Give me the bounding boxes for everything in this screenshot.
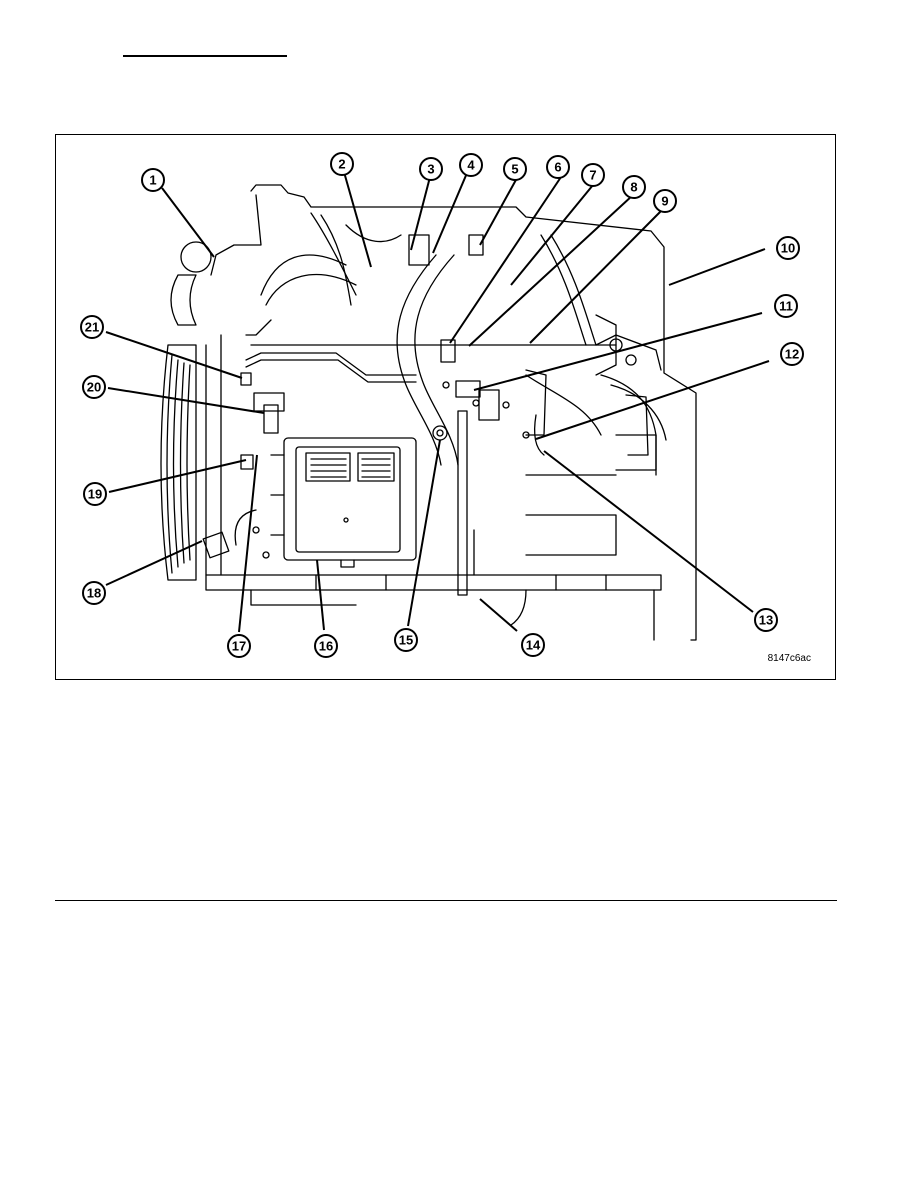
callout-16: 16 bbox=[314, 634, 338, 658]
callout-number: 3 bbox=[427, 162, 434, 177]
callout-15: 15 bbox=[394, 628, 418, 652]
callout-circle bbox=[82, 581, 106, 605]
callout-12: 12 bbox=[780, 342, 804, 366]
callout-circle bbox=[546, 155, 570, 179]
callout-leader-lines bbox=[105, 171, 770, 633]
callout-18: 18 bbox=[82, 581, 106, 605]
callout-number: 1 bbox=[149, 173, 156, 188]
callout-circle bbox=[419, 157, 443, 181]
callout-circle bbox=[780, 342, 804, 366]
callout-circle bbox=[622, 175, 646, 199]
callout-4: 4 bbox=[459, 153, 483, 177]
callout-10: 10 bbox=[776, 236, 800, 260]
callout-number: 9 bbox=[661, 194, 668, 209]
callout-14: 14 bbox=[521, 633, 545, 657]
callout-number: 15 bbox=[399, 633, 413, 648]
callout-number: 11 bbox=[779, 299, 793, 314]
callout-circle bbox=[503, 157, 527, 181]
callout-number: 13 bbox=[759, 613, 773, 628]
callout-11: 11 bbox=[774, 294, 798, 318]
callout-circle bbox=[80, 315, 104, 339]
callout-circle bbox=[754, 608, 778, 632]
callout-8: 8 bbox=[622, 175, 646, 199]
callout-1: 1 bbox=[141, 168, 165, 192]
callout-number: 7 bbox=[589, 168, 596, 183]
callout-21: 21 bbox=[80, 315, 104, 339]
figure-id-label: 8147c6ac bbox=[767, 653, 811, 664]
callout-7: 7 bbox=[581, 163, 605, 187]
callout-13: 13 bbox=[754, 608, 778, 632]
callout-3: 3 bbox=[419, 157, 443, 181]
callout-circle bbox=[83, 482, 107, 506]
callout-5: 5 bbox=[503, 157, 527, 181]
callout-19: 19 bbox=[83, 482, 107, 506]
callout-circle bbox=[314, 634, 338, 658]
callout-circle bbox=[330, 152, 354, 176]
callout-number: 2 bbox=[338, 157, 345, 172]
callout-number: 4 bbox=[467, 158, 475, 173]
callout-6: 6 bbox=[546, 155, 570, 179]
callout-circle bbox=[521, 633, 545, 657]
callout-number: 18 bbox=[87, 586, 101, 601]
callout-number: 10 bbox=[781, 241, 795, 256]
callout-2: 2 bbox=[330, 152, 354, 176]
callout-circle bbox=[227, 634, 251, 658]
callout-20: 20 bbox=[82, 375, 106, 399]
callout-circle bbox=[394, 628, 418, 652]
callout-number: 5 bbox=[511, 162, 518, 177]
callout-circle bbox=[653, 189, 677, 213]
callout-circle bbox=[82, 375, 106, 399]
callout-17: 17 bbox=[227, 634, 251, 658]
callout-number: 8 bbox=[630, 180, 637, 195]
callout-number: 12 bbox=[785, 347, 799, 362]
section-divider bbox=[55, 900, 837, 901]
header-underline bbox=[123, 55, 287, 57]
callout-circle bbox=[774, 294, 798, 318]
callout-number: 16 bbox=[319, 639, 333, 654]
callout-9: 9 bbox=[653, 189, 677, 213]
callout-number: 6 bbox=[554, 160, 561, 175]
callout-circle bbox=[581, 163, 605, 187]
callout-number: 19 bbox=[88, 487, 102, 502]
callout-circle bbox=[141, 168, 165, 192]
callout-circle bbox=[776, 236, 800, 260]
callout-number: 17 bbox=[232, 639, 246, 654]
callout-number: 21 bbox=[85, 320, 99, 335]
callout-number: 14 bbox=[526, 638, 541, 653]
callout-circle bbox=[459, 153, 483, 177]
callout-number: 20 bbox=[87, 380, 101, 395]
